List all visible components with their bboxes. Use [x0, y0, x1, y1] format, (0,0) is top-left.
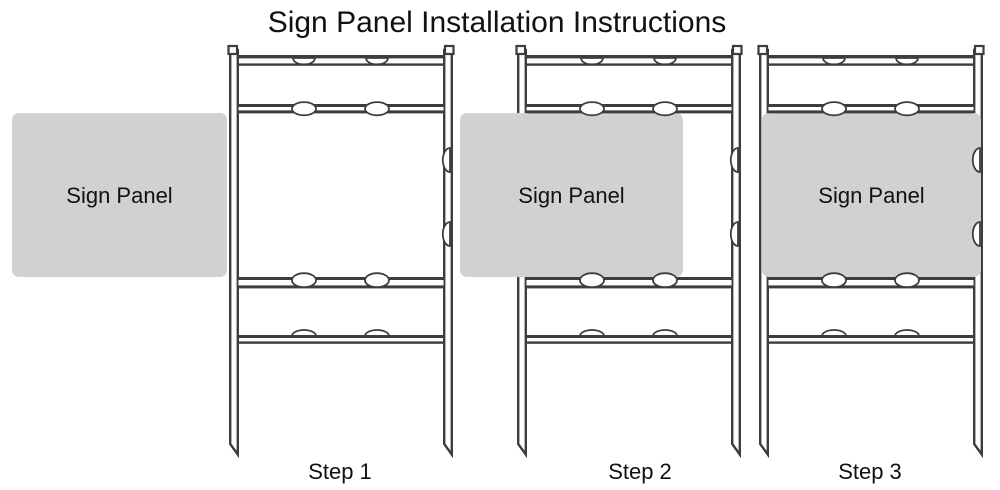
upper-channel-rail-bottom-line [768, 110, 974, 114]
right-post-cap [973, 44, 985, 56]
left-post-cap [227, 44, 239, 56]
spring-clip [971, 147, 981, 173]
upper-rail-rivet [291, 101, 317, 117]
top-rail-upper-line [768, 55, 974, 59]
top-rail-upper-line [526, 55, 732, 59]
top-rail-lower-line [768, 63, 974, 66]
left-post-cap [515, 44, 527, 56]
sign-panel-step3: Sign Panel [762, 113, 981, 277]
top-rail-upper-line [238, 55, 444, 59]
bottom-rail-bump [894, 329, 920, 337]
upper-rail-rivet [652, 101, 678, 117]
sign-panel-step1: Sign Panel [12, 113, 227, 277]
sign-panel-label: Sign Panel [66, 183, 172, 208]
sign-panel-rect [460, 113, 683, 277]
upper-channel-rail-bottom-line [526, 110, 732, 114]
lower-channel-rail-top-line [238, 277, 444, 280]
frame-rails-step1 [238, 55, 451, 344]
sign-panel-label: Sign Panel [818, 183, 924, 208]
lower-channel-rail [768, 277, 974, 289]
upper-rail-rivet [821, 101, 847, 117]
upper-rail-rivet [364, 101, 390, 117]
lower-channel-rail-bottom-line [526, 285, 732, 289]
step-2-label: Step 2 [608, 459, 672, 484]
right-post-cap [731, 44, 743, 56]
left-post-cap [757, 44, 769, 56]
bottom-rail-bump [364, 329, 390, 337]
sign-panels-layer: Sign Panel Sign Panel Sign Panel [12, 113, 981, 277]
bottom-rail-bottom-line [768, 341, 974, 344]
bottom-rail-bottom-line [526, 341, 732, 344]
lower-channel-rail-top-line [526, 277, 732, 280]
sign-panel-rect [12, 113, 227, 277]
upper-channel-rail-bottom-line [238, 110, 444, 114]
lower-rail-rivet [821, 272, 847, 289]
frame-rails-step3 [768, 55, 981, 344]
upper-rail-rivet [579, 101, 605, 117]
bottom-rail-bump [579, 329, 605, 337]
spring-clip [441, 221, 451, 247]
spring-clip [729, 147, 739, 173]
lower-channel-rail-top-line [768, 277, 974, 280]
frames-over-layer [238, 55, 981, 344]
sign-panel-step2: Sign Panel [460, 113, 683, 277]
spring-clip [971, 221, 981, 247]
upper-channel-rail-top-line [238, 104, 444, 107]
upper-channel-rail [768, 104, 974, 114]
lower-channel-rail-bottom-line [238, 285, 444, 289]
right-post-cap [443, 44, 455, 56]
lower-rail-rivet [652, 272, 678, 289]
lower-channel-rail [238, 277, 444, 289]
bottom-rail-bottom-line [238, 341, 444, 344]
lower-rail-rivet [894, 272, 920, 289]
frame-left-post [229, 48, 239, 459]
frame-right-post [731, 48, 741, 459]
lower-channel-rail [526, 277, 732, 289]
step-1-label: Step 1 [308, 459, 372, 484]
top-rail-lower-line [238, 63, 444, 66]
bottom-rail-top-line [238, 335, 444, 338]
bottom-rail-top-line [768, 335, 974, 338]
lower-rail-rivet [364, 272, 390, 289]
frame-rails-step2 [526, 55, 739, 344]
bottom-rail-bump [652, 329, 678, 337]
lower-channel-rail-bottom-line [768, 285, 974, 289]
upper-channel-rail-top-line [768, 104, 974, 107]
bottom-rail-bump [821, 329, 847, 337]
frame-right-post [443, 48, 453, 459]
sign-panel-rect [762, 113, 981, 277]
spring-clip [441, 147, 451, 173]
upper-channel-rail [238, 104, 444, 114]
bottom-rail-bump [291, 329, 317, 337]
step-labels: Step 1 Step 2 Step 3 [308, 459, 902, 484]
lower-rail-rivet [579, 272, 605, 289]
diagram-title: Sign Panel Installation Instructions [268, 6, 727, 39]
step-3-label: Step 3 [838, 459, 902, 484]
upper-channel-rail [526, 104, 732, 114]
top-rail-lower-line [526, 63, 732, 66]
sign-panel-label: Sign Panel [518, 183, 624, 208]
lower-rail-rivet [291, 272, 317, 289]
bottom-rail-top-line [526, 335, 732, 338]
spring-clip [729, 221, 739, 247]
upper-channel-rail-top-line [526, 104, 732, 107]
upper-rail-rivet [894, 101, 920, 117]
